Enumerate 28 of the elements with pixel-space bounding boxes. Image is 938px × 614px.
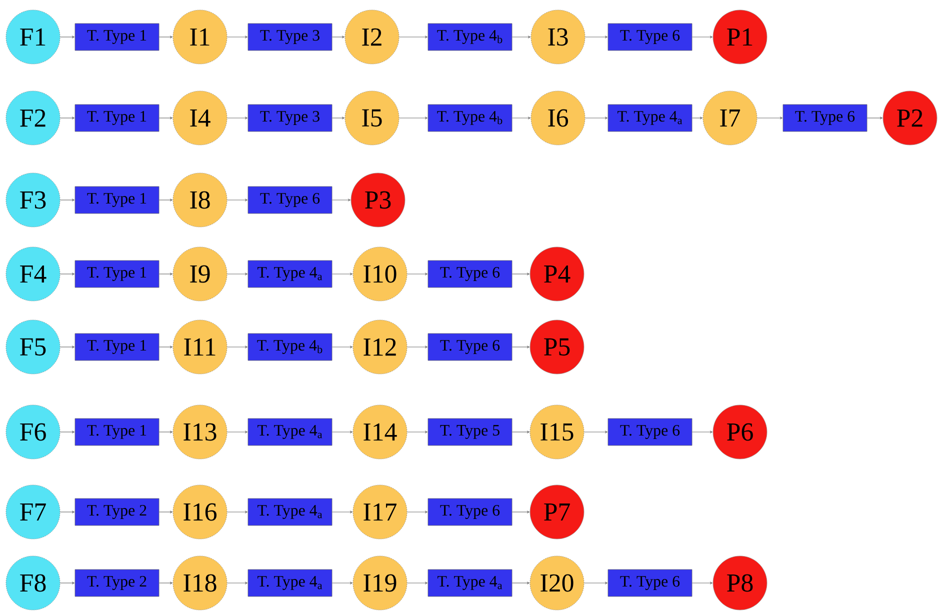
transform-box: T. Type 6 (608, 569, 692, 597)
transform-box: T. Type 5 (428, 418, 512, 446)
transform-box: T. Type 2 (74, 569, 160, 597)
transform-box: T. Type 1 (74, 260, 160, 288)
transform-box: T. Type 6 (608, 418, 692, 446)
transform-box: T. Type 1 (74, 23, 160, 51)
transform-box: T. Type 6 (782, 104, 868, 132)
transform-box: T. Type 1 (74, 333, 160, 361)
transform-box: T. Type 2 (74, 498, 160, 526)
transform-box: T. Type 4$_{b}$ (248, 333, 332, 361)
transform-box: T. Type 1 (74, 418, 160, 446)
transform-box: T. Type 4$_{a}$ (608, 104, 692, 132)
transform-box: T. Type 4$_{a}$ (248, 498, 332, 526)
transform-box: T. Type 4$_{a}$ (428, 569, 512, 597)
transform-box: T. Type 6 (428, 260, 512, 288)
transform-box: T. Type 6 (608, 23, 692, 51)
transform-box: T. Type 1 (74, 104, 160, 132)
transform-box: T. Type 4$_{a}$ (248, 569, 332, 597)
transform-box: T. Type 3 (248, 23, 332, 51)
transform-box: T. Type 6 (428, 498, 512, 526)
transform-box: T. Type 1 (74, 186, 160, 214)
transform-box: T. Type 4$_{b}$ (428, 23, 512, 51)
transform-box: T. Type 4$_{b}$ (428, 104, 512, 132)
transform-box: T. Type 6 (248, 186, 332, 214)
transform-box: T. Type 6 (428, 333, 512, 361)
transform-box: T. Type 3 (248, 104, 332, 132)
transform-box: T. Type 4$_{a}$ (248, 418, 332, 446)
transform-box: T. Type 4$_{a}$ (248, 260, 332, 288)
